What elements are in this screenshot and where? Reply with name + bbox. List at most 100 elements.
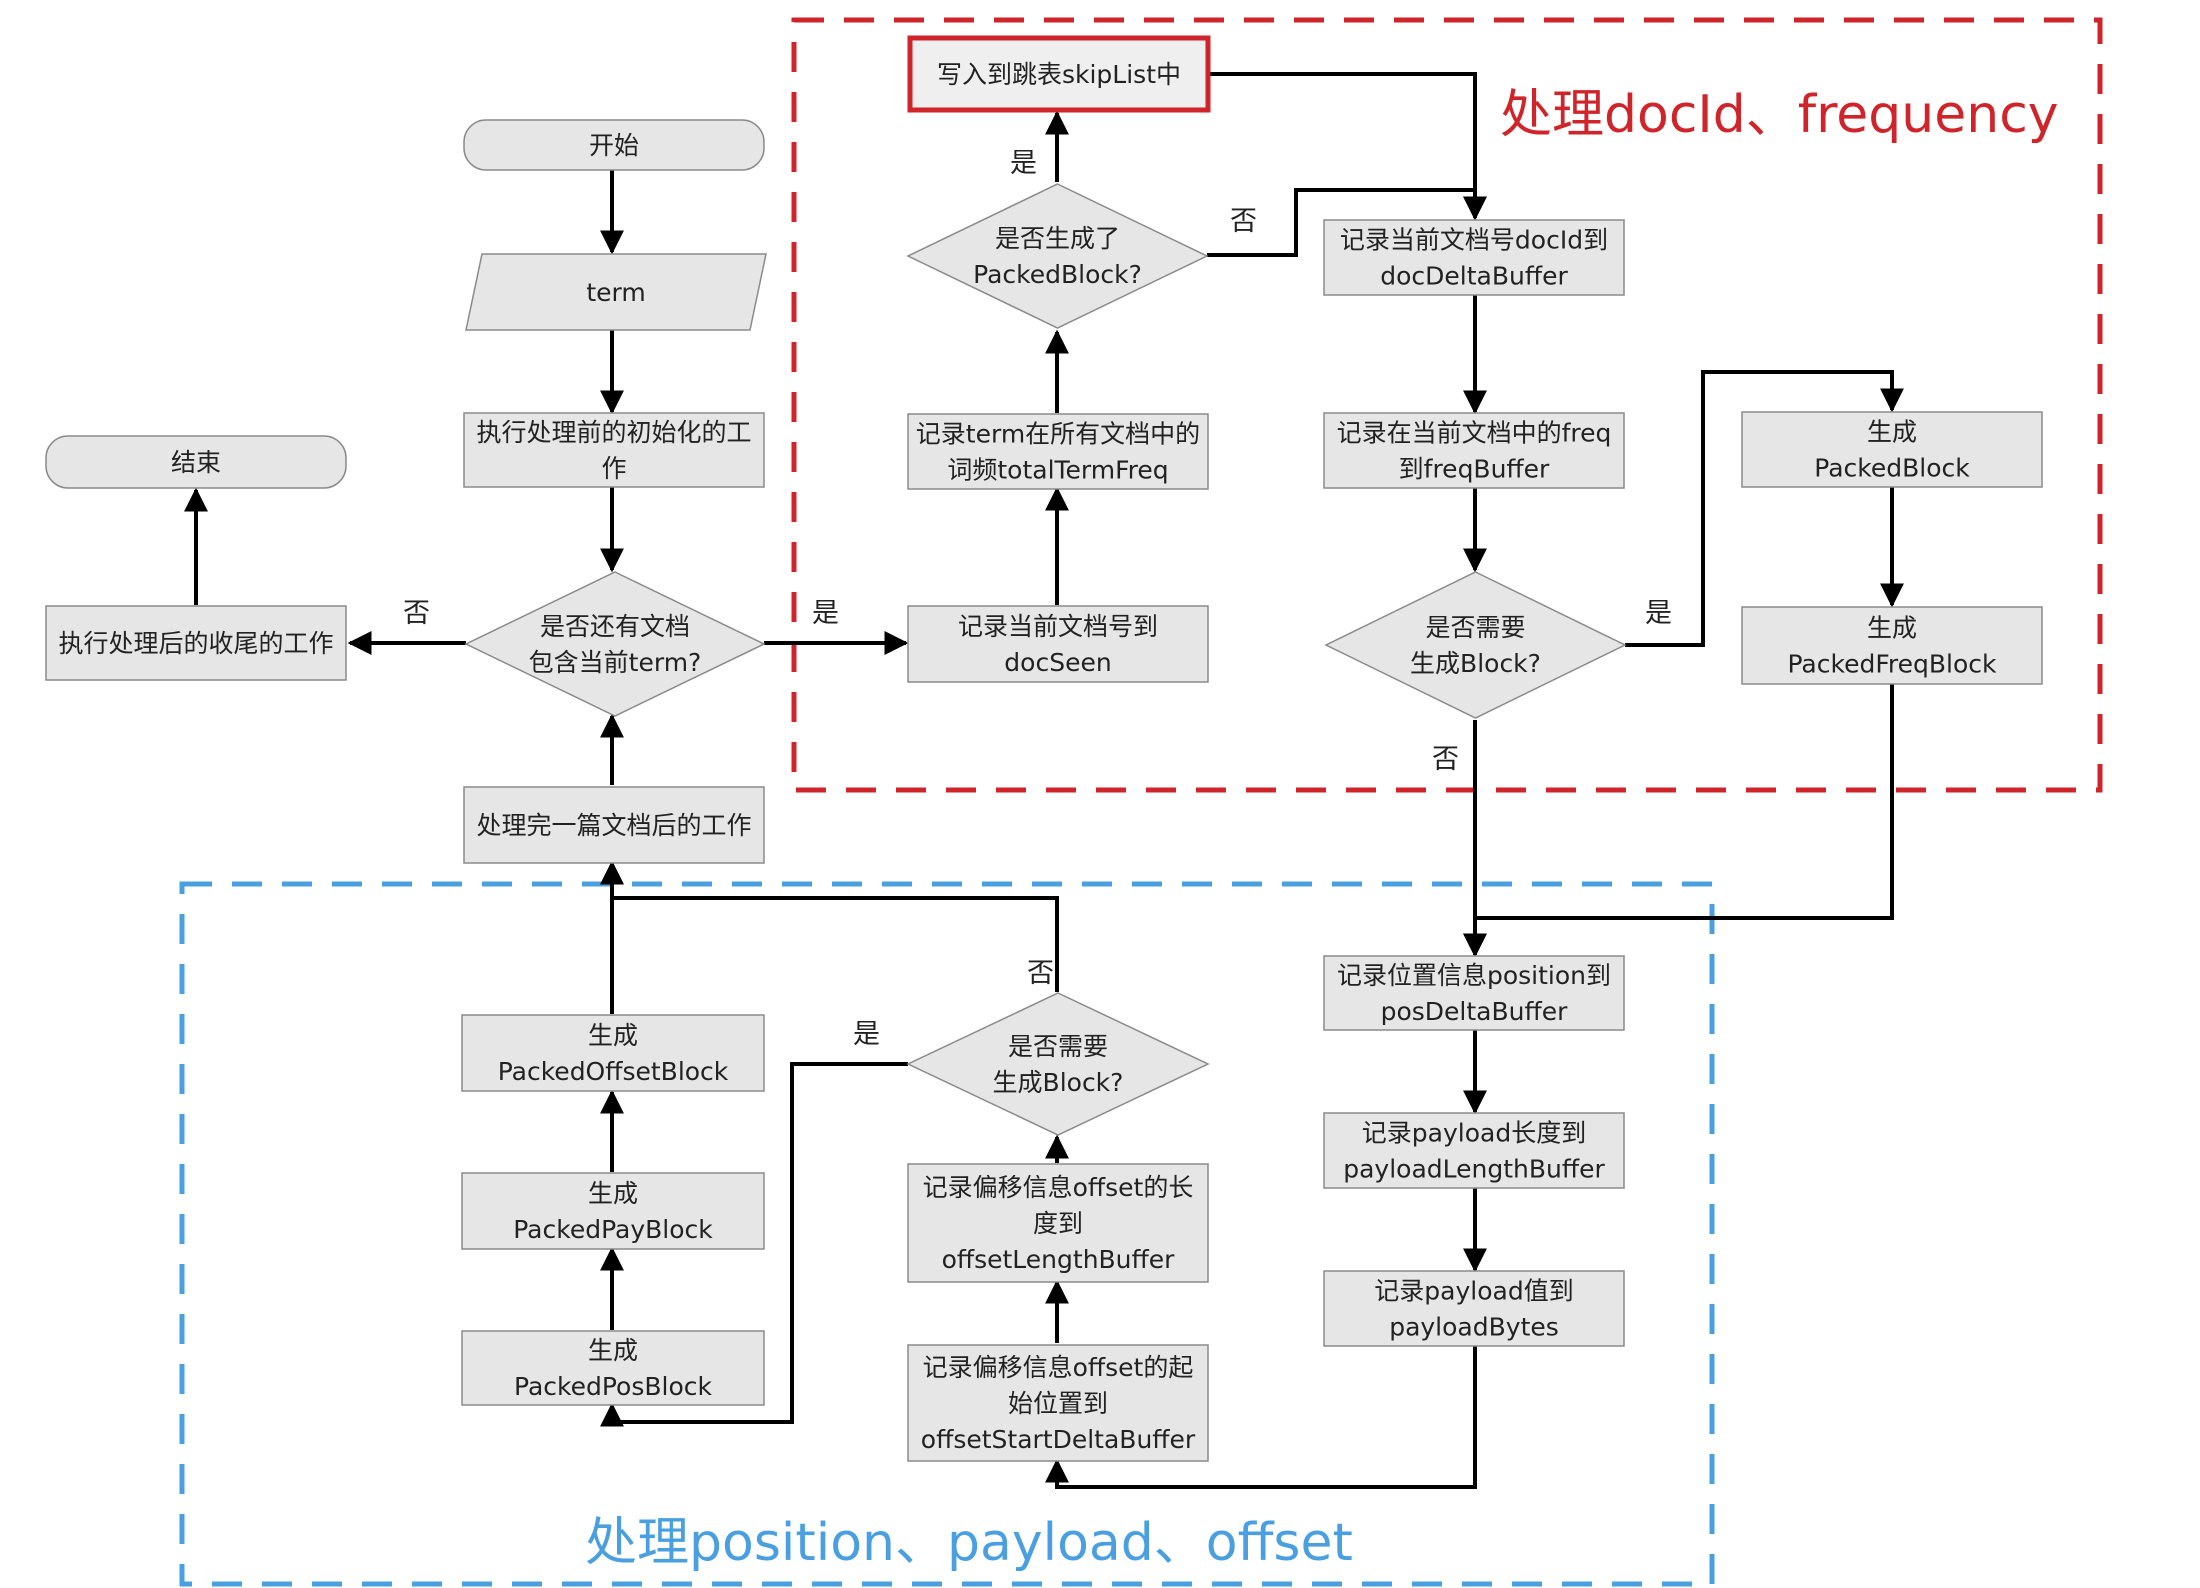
node-need-block2-text: 生成Block? [993, 1068, 1124, 1097]
label-block2-yes: 是 [853, 1019, 880, 1050]
node-payload-bytes-shape [1323, 1270, 1625, 1347]
edge-block2-afterdoc [600, 860, 1059, 992]
node-packed-freq-text: PackedFreqBlock [1787, 650, 1997, 679]
node-doc-seen-text: docSeen [1004, 648, 1111, 677]
node-doc-seen-text: 记录当前文档号到 [958, 612, 1158, 641]
node-finish-text: 执行处理后的收尾的工作 [58, 629, 333, 658]
label-block1-yes: 是 [1645, 598, 1672, 629]
node-payload-bytes-text: payloadBytes [1389, 1313, 1559, 1342]
node-packed-offset-text: 生成 [588, 1021, 638, 1050]
node-has-doc-text: 包含当前term? [529, 648, 702, 677]
node-freq-buf-text: 记录在当前文档中的freq [1337, 419, 1612, 448]
node-doc-seen-shape [907, 605, 1209, 683]
group-box-pos-payload-offset [179, 881, 1715, 1587]
node-packed-pos-text: PackedPosBlock [514, 1372, 712, 1401]
label-has-doc-no: 否 [403, 598, 430, 629]
node-packed-pos: 生成 PackedPosBlock [461, 1330, 765, 1406]
node-offset-start-text: 始位置到 [1008, 1389, 1108, 1418]
node-packed-block-text: PackedBlock [1814, 454, 1970, 483]
group-label-pos-payload-offset: 处理position、payload、offset [585, 1513, 1353, 1573]
node-payload-len-text: 记录payload长度到 [1362, 1119, 1586, 1148]
node-payload-len-text: payloadLengthBuffer [1343, 1155, 1605, 1184]
node-doc-delta-text: 记录当前文档号docId到 [1340, 226, 1608, 255]
node-freq-buf-shape [1323, 412, 1625, 489]
node-need-block1-shape [1324, 571, 1627, 719]
group-label-doc-freq: 处理docId、frequency [1500, 85, 2059, 145]
node-skiplist: 写入到跳表skipList中 [907, 35, 1211, 113]
label-has-doc-yes: 是 [812, 598, 839, 629]
node-start-text: 开始 [589, 131, 639, 160]
node-init-shape [463, 412, 765, 488]
node-offset-len-text: offsetLengthBuffer [942, 1245, 1176, 1274]
node-packed-q-shape [906, 183, 1209, 329]
node-offset-len-text: 度到 [1033, 1209, 1083, 1238]
node-doc-seen: 记录当前文档号到 docSeen [907, 605, 1209, 683]
node-init-text: 作 [601, 454, 626, 483]
node-packed-pos-shape [461, 1330, 765, 1406]
node-end: 结束 [45, 435, 347, 489]
node-offset-len-text: 记录偏移信息offset的长 [923, 1173, 1194, 1202]
edge-packedfreq-posdelta [1463, 684, 1894, 958]
edge-block2-packedpos [600, 1062, 908, 1427]
edges [184, 72, 1904, 1489]
label-packed-no: 否 [1230, 206, 1257, 237]
node-start: 开始 [463, 119, 765, 171]
node-end-text: 结束 [171, 448, 221, 477]
node-has-doc-shape [464, 571, 766, 717]
node-term-text: term [586, 278, 645, 307]
node-payload-len-shape [1323, 1112, 1625, 1189]
node-packed-offset: 生成 PackedOffsetBlock [461, 1014, 765, 1092]
node-total-freq-shape [907, 413, 1209, 490]
node-packed-block-text: 生成 [1867, 418, 1917, 447]
node-after-doc: 处理完一篇文档后的工作 [463, 786, 765, 864]
node-end-shape [45, 435, 347, 489]
node-has-doc-text: 是否还有文档 [540, 612, 690, 641]
node-packed-pay-text: 生成 [588, 1179, 638, 1208]
node-freq-buf-text: 到freqBuffer [1399, 455, 1550, 484]
node-init-text: 执行处理前的初始化的工 [476, 418, 751, 447]
node-need-block1-text: 生成Block? [1410, 649, 1541, 678]
edge-skiplist-docdelta [1208, 72, 1487, 221]
node-need-block2-text: 是否需要 [1008, 1032, 1108, 1061]
node-payload-len: 记录payload长度到 payloadLengthBuffer [1323, 1112, 1625, 1189]
node-offset-start-shape [907, 1344, 1209, 1462]
node-packed-q: 是否生成了 PackedBlock? [906, 183, 1209, 329]
node-total-freq-text: 词频totalTermFreq [947, 456, 1168, 485]
node-packed-freq-shape [1741, 606, 2043, 685]
node-pos-delta: 记录位置信息position到 posDeltaBuffer [1323, 955, 1625, 1031]
edge-payloadbytes-offsetstart [1045, 1346, 1477, 1489]
node-packed-block-shape [1741, 411, 2043, 488]
node-doc-delta-shape [1323, 219, 1625, 296]
edge-block1-packedblock [1625, 370, 1904, 647]
node-packed-offset-text: PackedOffsetBlock [498, 1057, 729, 1086]
label-packed-yes: 是 [1010, 148, 1037, 179]
node-packed-pay-shape [461, 1172, 765, 1250]
node-packed-pos-text: 生成 [588, 1336, 638, 1365]
node-term: term [465, 253, 767, 331]
label-block2-no: 否 [1027, 958, 1054, 989]
node-offset-start-text: offsetStartDeltaBuffer [921, 1425, 1196, 1454]
node-pos-delta-text: 记录位置信息position到 [1337, 961, 1611, 990]
node-packed-q-text: 是否生成了 [995, 224, 1120, 253]
node-need-block2-shape [906, 992, 1210, 1136]
node-finish-shape [45, 605, 347, 681]
node-packed-block: 生成 PackedBlock [1741, 411, 2043, 488]
group-box-doc-freq [791, 17, 2103, 793]
node-pos-delta-text: posDeltaBuffer [1381, 997, 1568, 1026]
node-start-shape [463, 119, 765, 171]
node-offset-len-shape [907, 1163, 1209, 1283]
node-packed-q-text: PackedBlock? [973, 260, 1142, 289]
node-packed-offset-shape [461, 1014, 765, 1092]
